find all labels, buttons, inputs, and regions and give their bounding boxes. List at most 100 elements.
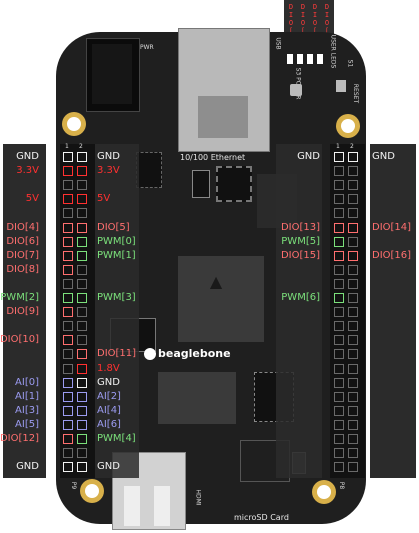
p8-pin-r4-c0 [334,208,344,219]
ti-logo-icon: ▲ [209,272,223,291]
p9-right-label-12: AI[6] [97,418,121,430]
user-led-0 [287,54,293,64]
p9-left-label-8: DIO[9] [6,306,39,318]
p9-pin-r0-c1 [77,152,87,162]
p8-pin-r15-c0 [334,363,344,374]
p9-right-label-8: 1.8V [97,362,120,374]
p9-left-label-3: DIO[4] [6,221,39,233]
hdmi-connector-slot-2 [154,486,170,526]
p9-pin-r7-c0 [63,250,73,261]
p8-left-label-1: DIO[13] [280,221,320,233]
p9-pin-r2-c1 [77,180,87,191]
p8-pin2-number: 2 [350,143,354,150]
hdmi-label: HDMI [194,489,202,506]
p9-label-panel [3,144,46,478]
p8-pin-r3-c1 [348,194,358,205]
p9-pin-r21-c0 [63,448,73,459]
mount-hole-top-right-inner [341,119,355,133]
p8-pin-r5-c0 [334,222,344,233]
hdmi-connector-slot [124,486,140,526]
p8-pin-r9-c0 [334,278,344,289]
p9-pin-r17-c0 [63,391,73,402]
p9-label: P9 [70,481,78,490]
p9-pin-r10-c0 [63,293,73,303]
p8-pin-r11-c1 [348,307,358,318]
p8-pin-r22-c1 [348,462,358,473]
p9-right-label-13: PWM[4] [97,433,136,444]
p9-pin-r16-c1 [77,377,87,388]
chip-usb-hub [136,152,162,188]
p9-pin-r7-c1 [77,250,87,261]
p9-right-label-1: 3.3V [97,165,120,177]
p9-pin-r11-c0 [63,307,73,318]
reset-button[interactable] [336,80,346,92]
pwr-label: PWR [140,44,154,51]
mount-hole-bottom-right-inner [317,485,331,499]
chip-pmic [216,166,252,202]
p9-left-label-10: AI[0] [15,376,39,388]
p8-pin-r21-c0 [334,448,344,459]
p9-pin-r12-c1 [77,321,87,332]
p9-pin-r5-c0 [63,222,73,233]
p9-pin-r22-c0 [63,462,73,473]
p9-pin-r1-c1 [77,166,87,177]
p8-pin-r17-c0 [334,391,344,402]
reset-label: RESET [352,83,360,104]
p9-left-label-0: GND [16,151,39,162]
p9-left-label-9: DIO[10] [0,334,39,346]
chip-main-processor [178,256,264,342]
p8-right-label-0: GND [372,151,395,162]
p8-pin-r8-c0 [334,264,344,275]
ethernet-jack-opening [198,96,248,138]
p8-pin-r14-c1 [348,349,358,360]
p8-pin-r21-c1 [348,448,358,459]
p9-left-label-12: AI[3] [15,404,39,416]
beaglebone-logo-text: beaglebone [158,347,231,360]
p8-pin-r9-c1 [348,278,358,289]
p8-left-label-0: GND [297,151,320,162]
p9-pin-r20-c0 [63,434,73,444]
beaglebone-logo-icon [144,348,156,360]
user-leds-label: USER LEDS [329,34,337,69]
p8-pin-r17-c1 [348,391,358,402]
p8-pin-r4-c1 [348,208,358,219]
p8-label: P8 [338,481,346,490]
p9-right-label-3: DIO[5] [97,221,130,233]
p8-pin-r1-c1 [348,166,358,177]
p9-pin1-number: 1 [65,143,69,150]
p8-pin-r13-c0 [334,335,344,346]
p8-pin-r6-c1 [348,236,358,247]
p8-left-label-4: PWM[6] [281,292,320,303]
p9-pin-r5-c1 [77,222,87,233]
p9-pin-r22-c1 [77,462,87,473]
mount-hole-bottom-left-inner [85,484,99,498]
p8-right-label-1: DIO[14] [372,221,412,233]
p8-pin-r8-c1 [348,264,358,275]
p8-pin-r14-c0 [334,349,344,360]
p9-right-label-7: DIO[11] [97,348,137,360]
p9-pin-r19-c0 [63,419,73,430]
p8-pin-r11-c0 [334,307,344,318]
p8-pin-r0-c1 [348,152,358,162]
p8-pin-r16-c0 [334,377,344,388]
p8-pin-r5-c1 [348,222,358,233]
p9-pin-r2-c0 [63,180,73,191]
p9-pin-r0-c0 [63,152,73,162]
p9-left-label-6: DIO[8] [6,263,39,275]
p8-pin-r0-c0 [334,152,344,162]
p8-left-label-2: PWM[5] [281,235,320,247]
p9-right-label-9: GND [97,376,120,388]
p9-pin-r9-c1 [77,278,87,289]
p9-right-label-6: PWM[3] [97,292,136,303]
p9-right-label-11: AI[4] [97,404,121,416]
p8-pin-r22-c0 [334,462,344,473]
p9-pin-r14-c1 [77,349,87,360]
power-button[interactable] [290,84,302,96]
p8-pin-r19-c1 [348,419,358,430]
p9-pin-r3-c1 [77,194,87,205]
p9-left-label-4: DIO[6] [6,235,39,247]
ethernet-label: 10/100 Ethernet [180,153,246,162]
p8-pin-r13-c1 [348,335,358,346]
p9-pin-r15-c1 [77,363,87,374]
p9-right-label-4: PWM[0] [97,235,136,247]
